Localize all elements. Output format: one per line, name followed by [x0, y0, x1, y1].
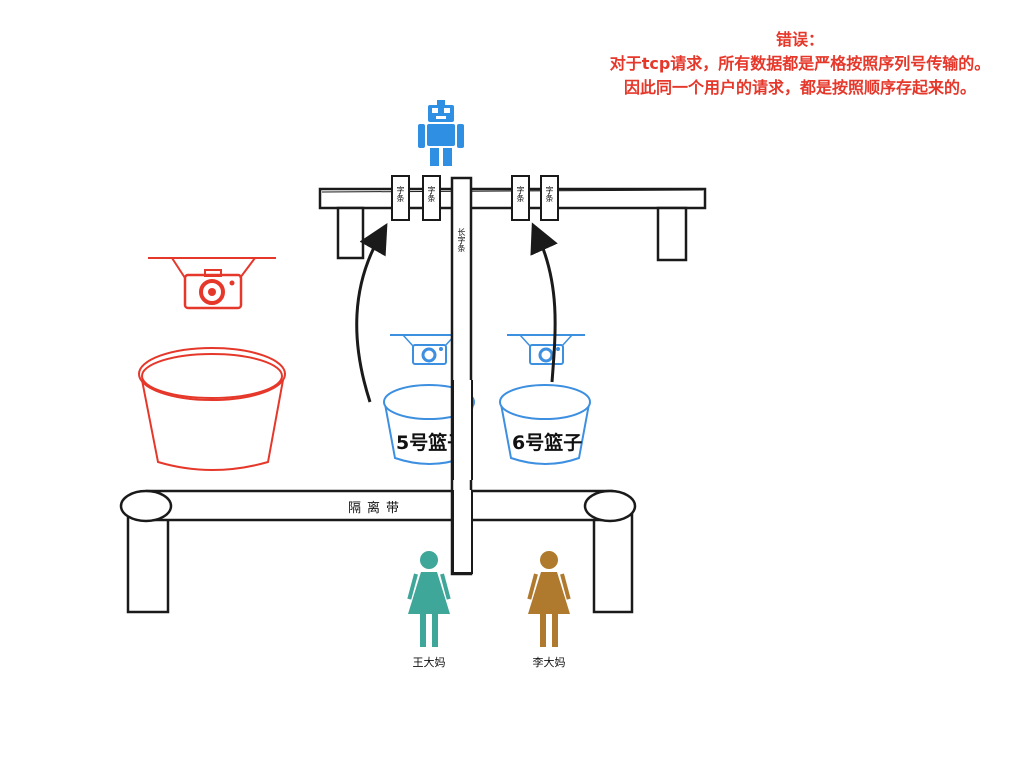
isolation-belt — [119, 489, 637, 614]
error-note-line1: 对于tcp请求，所有数据都是严格按照序列号传输的。 — [609, 54, 991, 73]
camera-icon — [507, 334, 585, 365]
basket-6-label: 6号篮子 — [512, 432, 583, 454]
slip-label: 字条 — [396, 186, 405, 202]
camera-icon — [148, 257, 276, 310]
error-note-title: 错误： — [775, 30, 824, 49]
person-icon — [407, 551, 451, 647]
person-name-li: 李大妈 — [532, 656, 566, 669]
belt-label: 隔离带 — [348, 501, 406, 516]
long-slip-overlay — [452, 380, 473, 480]
arrow-to-slip — [530, 222, 558, 383]
long-slip-label: 长字条 — [457, 228, 466, 252]
long-slip-lower — [452, 490, 473, 574]
slip — [391, 175, 559, 221]
arrow-to-slip — [355, 222, 388, 403]
slip-label: 字条 — [516, 186, 525, 202]
basket-icon — [499, 384, 591, 465]
person-name-wang: 王大妈 — [412, 656, 446, 669]
person-icon — [527, 551, 571, 647]
robot-icon — [418, 100, 464, 166]
basket-5-label: 5号篮子 — [396, 432, 467, 454]
error-note-line2: 因此同一个用户的请求，都是按照顺序存起来的。 — [623, 78, 976, 97]
basket-icon — [138, 347, 286, 471]
slip-label: 字条 — [545, 186, 554, 202]
slip-label: 字条 — [427, 186, 436, 202]
